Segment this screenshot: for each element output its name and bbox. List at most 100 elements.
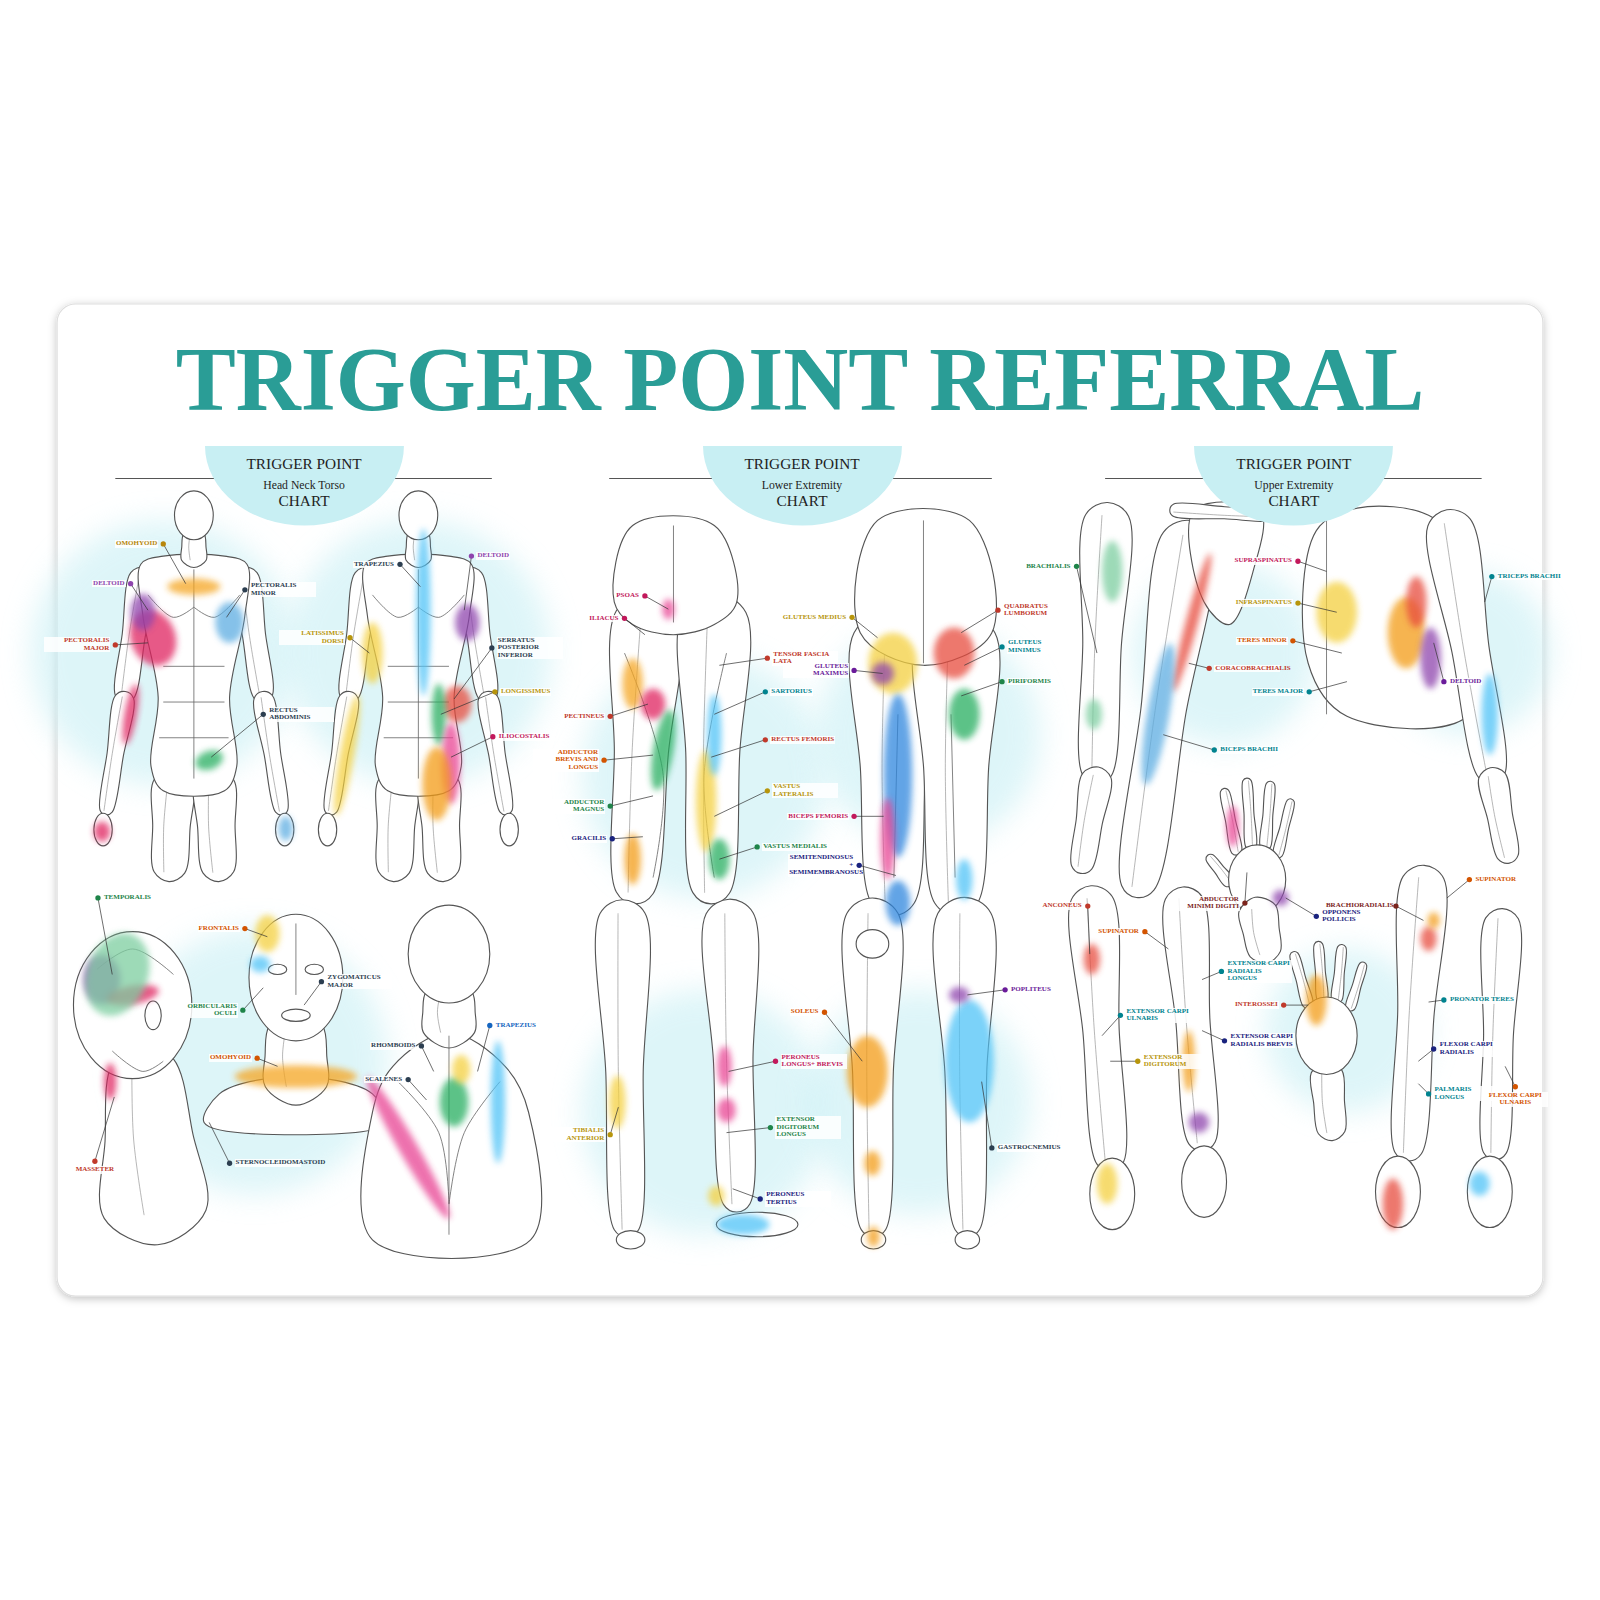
muscle-label: ZYGOMATICUS MAJOR: [326, 974, 392, 989]
referral-zone: [416, 529, 430, 696]
muscle-line: [486, 697, 504, 811]
muscle-line: [1226, 791, 1238, 852]
body-part: [856, 930, 889, 959]
leader-dot: [995, 608, 1000, 613]
muscle-label: LONGISSIMUS: [500, 688, 551, 696]
muscle-label: DELTOID: [1449, 678, 1483, 686]
body-part: [1242, 778, 1257, 850]
leader-dot: [999, 644, 1004, 649]
leader-dot: [261, 712, 266, 717]
leader-dot: [768, 1125, 773, 1130]
leader-dot: [347, 635, 352, 640]
leader-dot: [1426, 1091, 1431, 1096]
muscle-label: SERRATUS POSTERIOR INFERIOR: [497, 637, 563, 660]
chart-header: TRIGGER POINTUpper ExtremityCHART: [1194, 446, 1393, 526]
title: TRIGGER POINT REFERRAL: [0, 335, 1600, 425]
body-part: [1090, 1158, 1135, 1229]
leader-line: [610, 704, 648, 716]
header-text: CHART: [279, 493, 330, 510]
muscle-label: EXTENSOR CARPI ULNARIS: [1125, 1008, 1191, 1023]
leader-dot: [406, 1077, 411, 1082]
muscle-label: VASTUS MEDIALIS: [762, 843, 828, 851]
leader-line: [1284, 1005, 1308, 1006]
referral-zone: [1135, 642, 1182, 787]
leader-line: [733, 1189, 761, 1199]
leader-dot: [1118, 1013, 1123, 1018]
muscle-label: CORACOBRACHIALIS: [1214, 665, 1280, 673]
leader-dot: [610, 836, 615, 841]
body-part: [478, 691, 513, 815]
muscle-label: INFRASPINATUS: [1235, 599, 1293, 607]
leader-dot: [1431, 1046, 1436, 1051]
leader-line: [964, 647, 1002, 665]
leader-line: [1110, 1061, 1138, 1062]
leader-dot: [492, 689, 497, 694]
muscle-label: BICEPS FEMORIS: [787, 813, 849, 821]
leader-dot: [822, 1010, 827, 1015]
muscle-line: [1488, 776, 1504, 858]
leader-line: [131, 584, 148, 611]
body-part: [842, 898, 903, 1237]
leader-dot: [1290, 638, 1295, 643]
leader-dot: [763, 689, 768, 694]
muscle-label: SUPRASPINATUS: [1234, 557, 1293, 565]
muscle-line: [163, 702, 224, 703]
referral-zone: [949, 689, 980, 740]
referral-zone: [1383, 1179, 1403, 1230]
referral-zone: [422, 747, 451, 820]
leader-dot: [1085, 903, 1090, 908]
referral-zone: [881, 798, 895, 880]
leader-dot: [1441, 679, 1446, 684]
leader-line: [1202, 1031, 1224, 1041]
muscle-line: [193, 569, 194, 778]
muscle-label: BICEPS BRACHII: [1219, 746, 1279, 754]
body-part: [1182, 1146, 1227, 1217]
referral-zone: [1084, 944, 1100, 975]
chart-header: TRIGGER POINTLower ExtremityCHART: [703, 446, 902, 526]
referral-zone: [1469, 1171, 1489, 1195]
muscle-label: FLEXOR CARPI ULNARIS: [1482, 1092, 1548, 1107]
referral-zone: [717, 1098, 735, 1122]
leader-dot: [851, 814, 856, 819]
muscle-label: GLUTEUS MEDIUS: [782, 614, 847, 622]
leader-line: [478, 1026, 490, 1072]
leader-dot: [857, 863, 862, 868]
referral-zone: [641, 689, 665, 720]
muscle-label: OMOHYOID: [209, 1054, 252, 1062]
referral-zones: [74, 529, 1498, 1247]
body-part: [955, 1231, 979, 1249]
header-subtitle: Lower Extremity: [762, 480, 842, 493]
referral-zone: [235, 1065, 357, 1087]
leader-dot: [95, 895, 100, 900]
referral-zone: [707, 694, 721, 776]
muscle-line: [1132, 535, 1183, 887]
leader-dot: [754, 844, 759, 849]
body-part: [500, 813, 518, 846]
muscle-label: TRAPEZIUS: [353, 561, 395, 569]
muscle-label: TRICEPS BRACHII: [1497, 573, 1562, 581]
referral-zone: [104, 1063, 116, 1100]
leader-line: [95, 1097, 114, 1161]
referral-zone: [868, 633, 917, 694]
body-part: [399, 491, 438, 540]
header-text: CHART: [777, 493, 828, 510]
muscle-label: DELTOID: [476, 552, 510, 560]
muscle-label: VASTUS LATERALIS: [772, 783, 838, 798]
leader-line: [1163, 735, 1214, 750]
leader-line: [1293, 641, 1342, 653]
leader-dot: [1489, 574, 1494, 579]
leader-dot: [1314, 914, 1319, 919]
background-circle: [806, 990, 1030, 1214]
leader-line: [98, 898, 112, 975]
referral-zone: [193, 747, 226, 774]
referral-zone: [1189, 1112, 1209, 1132]
header-subtitle: Upper Extremity: [1254, 480, 1333, 493]
body-part: [1220, 788, 1242, 855]
body-part: [1296, 997, 1357, 1075]
referral-zone: [362, 622, 382, 683]
leader-line: [982, 1082, 992, 1148]
leader-line: [854, 816, 884, 817]
leader-dot: [849, 615, 854, 620]
body-part: [174, 491, 213, 540]
body-part: [138, 554, 250, 796]
